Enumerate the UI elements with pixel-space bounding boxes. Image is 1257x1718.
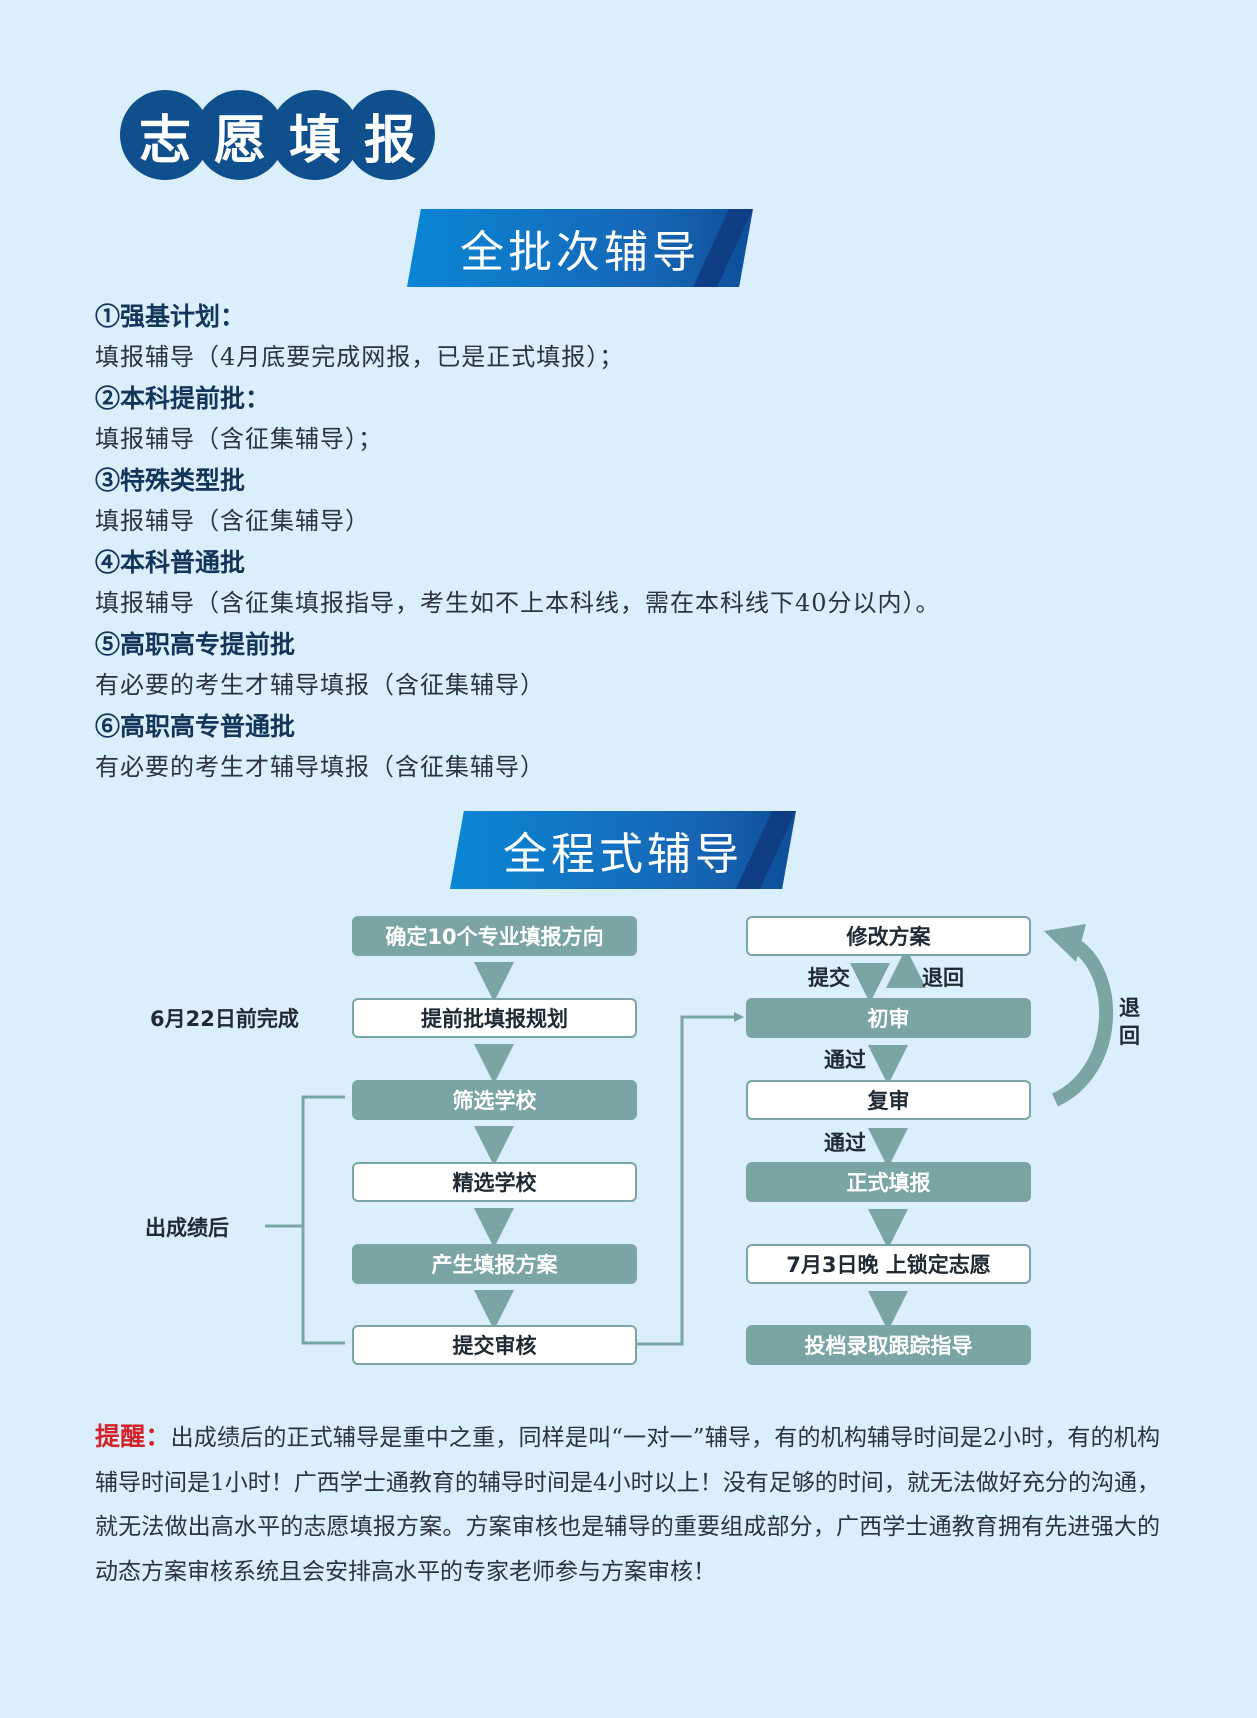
flow-step-revise-plan: 修改方案 [746,916,1031,956]
batch-desc: 有必要的考生才辅导填报（含征集辅导） [95,753,545,781]
flow-step-lock-choices: 7月3日晚 上锁定志愿 [746,1244,1031,1284]
flow-step-screen-schools: 筛选学校 [352,1080,637,1120]
batch-title: ⑥高职高专普通批 [95,712,296,741]
label-deadline: 6月22日前完成 [150,1007,299,1031]
label-submit: 提交 [808,966,850,990]
label-after-scores: 出成绩后 [145,1216,229,1240]
batch-list: ①强基计划： 填报辅导（4月底要完成网报，已是正式填报）； ②本科提前批： 填报… [95,296,1175,788]
flow-step-admission-tracking: 投档录取跟踪指导 [746,1325,1031,1365]
return-curve [1051,936,1114,1107]
batch-banner-text: 全批次辅导 [460,227,700,278]
flow-step-first-review: 初审 [746,998,1031,1038]
batch-title: ④本科普通批 [95,548,246,577]
batch-section-banner: 全批次辅导 [407,209,753,287]
batch-title: ⑤高职高专提前批 [95,630,296,659]
title-char-4: 报 [345,90,435,180]
batch-title: ①强基计划： [95,302,246,331]
flow-step-second-review: 复审 [746,1080,1031,1120]
process-section-banner: 全程式辅导 [450,811,796,889]
label-return-vertical-1: 退 [1119,996,1140,1020]
submit-connector [637,1015,736,1346]
label-return-vertical-2: 回 [1119,1024,1140,1048]
flow-step-refine-schools: 精选学校 [352,1162,637,1202]
batch-title: ②本科提前批： [95,384,271,413]
batch-title: ③特殊类型批 [95,466,246,495]
reminder-text: 出成绩后的正式辅导是重中之重，同样是叫“一对一”辅导，有的机构辅导时间是2小时，… [95,1425,1160,1585]
batch-desc: 填报辅导（4月底要完成网报，已是正式填报）； [95,343,625,371]
batch-desc: 填报辅导（含征集辅导）； [95,425,383,453]
flow-step-define-majors: 确定10个专业填报方向 [352,916,637,956]
batch-desc: 填报辅导（含征集填报指导，考生如不上本科线，需在本科线下40分以内）。 [95,589,941,617]
flow-step-submit-review: 提交审核 [352,1325,637,1365]
label-return: 退回 [922,966,964,990]
label-pass: 通过 [824,1048,866,1072]
flow-step-generate-plan: 产生填报方案 [352,1244,637,1284]
label-pass: 通过 [824,1131,866,1155]
reminder-paragraph: 提醒：出成绩后的正式辅导是重中之重，同样是叫“一对一”辅导，有的机构辅导时间是2… [95,1415,1160,1594]
flow-step-formal-filing: 正式填报 [746,1162,1031,1202]
flow-step-early-plan: 提前批填报规划 [352,998,637,1038]
right-arrows [850,948,926,1331]
batch-desc: 有必要的考生才辅导填报（含征集辅导） [95,671,545,699]
bracket [265,1095,345,1345]
batch-desc: 填报辅导（含征集辅导） [95,507,370,535]
reminder-label: 提醒： [95,1422,171,1451]
process-banner-text: 全程式辅导 [503,829,743,880]
page-title: 志 愿 填 报 [120,90,440,180]
title-char-3: 填 [270,90,360,180]
